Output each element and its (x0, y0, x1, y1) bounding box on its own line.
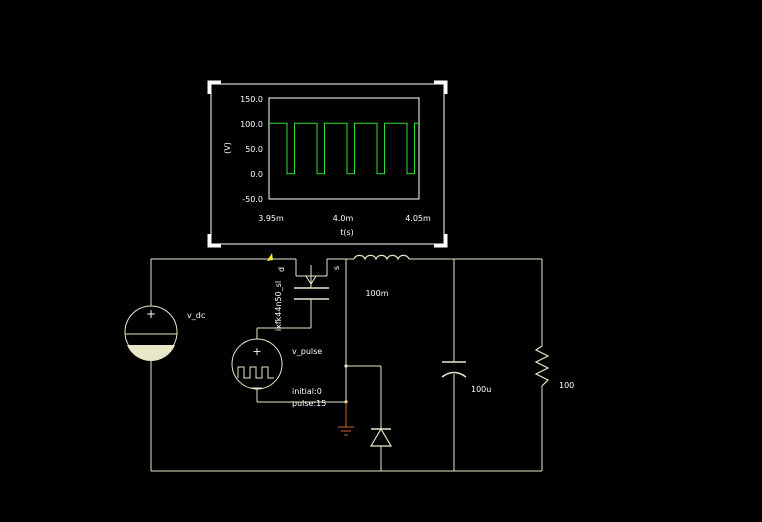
inductor-coil (353, 254, 410, 261)
mosfet[interactable]: d s ixfk44n50_sl (274, 258, 346, 331)
plus-sign: + (146, 307, 156, 321)
vdc-name: v_dc (187, 311, 205, 320)
x-tick-label: 4.05m (405, 214, 431, 223)
junction-dot (344, 364, 348, 368)
y-axis-label: (V) (223, 142, 232, 154)
inductor-value: 100m (365, 289, 388, 298)
resistor[interactable]: 100 (534, 345, 574, 390)
vpulse-name: v_pulse (292, 347, 322, 356)
vpulse-symbol (231, 338, 283, 390)
mosfet-model: ixfk44n50_sl (274, 281, 283, 331)
corner-bracket-tr[interactable] (434, 80, 448, 94)
vpulse-pulse: pulse:15 (292, 399, 326, 408)
corner-bracket-bl[interactable] (207, 234, 221, 248)
pulse-wave-icon (237, 366, 274, 379)
probe-marker[interactable] (267, 253, 273, 261)
x-tick-label: 3.95m (258, 214, 284, 223)
mosfet-drain-label: d (277, 267, 286, 272)
mosfet-arrow-icon (305, 275, 317, 285)
resistor-value: 100 (559, 381, 574, 390)
vpulse-source[interactable]: + v_pulse initial:0 pulse:15 (231, 338, 326, 408)
x-tick-label: 4.0m (333, 214, 354, 223)
ground-icon[interactable] (338, 402, 354, 436)
diode-triangle (369, 427, 393, 447)
vdc-source[interactable]: + 100 v_dc (124, 305, 205, 361)
wires (150, 258, 543, 472)
mosfet-source-label: s (332, 266, 341, 270)
capacitor-curved-plate (441, 371, 467, 378)
corner-bracket-br[interactable] (434, 234, 448, 248)
diode[interactable] (369, 427, 393, 447)
vdc-value: 100 (142, 338, 159, 348)
capacitor[interactable]: 100u (441, 361, 491, 394)
waveform-window[interactable]: 150.0 100.0 50.0 0.0 -50.0 (V) 3.95m 4.0… (207, 80, 448, 248)
plot-area (268, 97, 420, 200)
y-tick-label: 100.0 (240, 120, 263, 129)
inductor[interactable]: 100m (353, 254, 410, 298)
vpulse-initial: initial:0 (292, 387, 322, 396)
resistor-zigzag (534, 345, 550, 387)
waveform-frame (210, 83, 445, 245)
y-tick-label: 150.0 (240, 95, 263, 104)
capacitor-value: 100u (471, 385, 491, 394)
corner-bracket-tl[interactable] (207, 80, 221, 94)
y-tick-label: -50.0 (242, 195, 263, 204)
voltage-trace (269, 122, 419, 175)
vdc-fill (127, 345, 175, 361)
x-axis-label: t(s) (340, 228, 354, 237)
y-tick-label: 0.0 (250, 170, 263, 179)
y-tick-label: 50.0 (245, 145, 263, 154)
plus-sign: + (252, 345, 261, 358)
